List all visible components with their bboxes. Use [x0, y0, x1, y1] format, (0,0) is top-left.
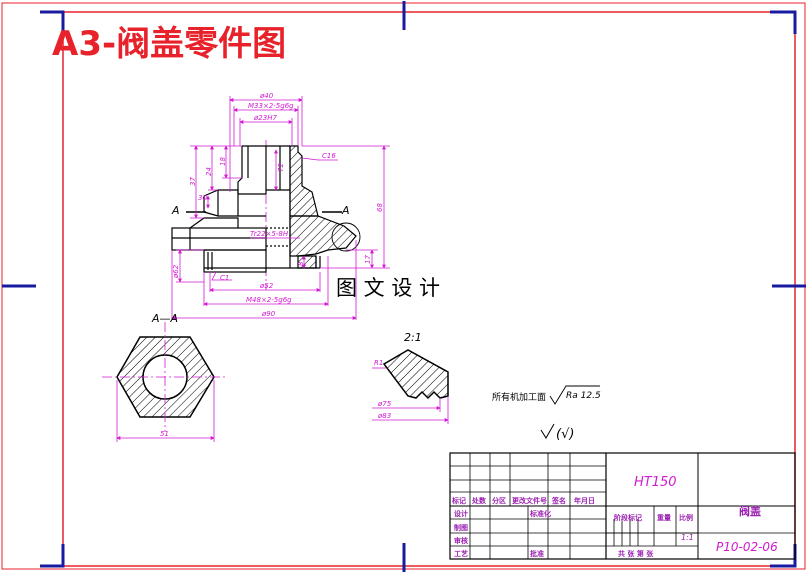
- detail-circle: [331, 222, 361, 252]
- dim-thread-top: M33×2-5g6g: [248, 102, 294, 110]
- tb-row-draw: 制图: [454, 523, 468, 532]
- detail-view: 2:1 R1 ø75 ø83: [372, 331, 449, 424]
- tb-weight: 重量: [657, 513, 671, 522]
- tb-header-3: 更改文件号: [512, 496, 547, 505]
- title-block-text: 标记 处数 分区 更改文件号 签名 年月日 设计 标准化 制图 审核 工艺 批准…: [451, 496, 693, 558]
- tb-row-design: 设计: [454, 509, 468, 518]
- section-hatch-upper: [289, 145, 319, 217]
- watermark: 图 文 设 计: [336, 276, 440, 300]
- dim-24: 24: [205, 167, 213, 176]
- tb-scale-label: 比例: [679, 513, 693, 522]
- front-view: [171, 140, 361, 290]
- tb-header-1: 处数: [471, 496, 487, 505]
- dim-detail-d83: ø83: [377, 412, 391, 420]
- dim-72: 72: [277, 163, 285, 172]
- drawing-frame: [62, 11, 796, 567]
- tb-header-5: 年月日: [574, 496, 595, 505]
- dim-68: 68: [376, 203, 384, 212]
- dim-thread-bottom: M48×2-5g6g: [246, 296, 292, 304]
- dim-8: 8: [297, 261, 305, 266]
- front-dimensions: [171, 96, 390, 320]
- roughness-label: 所有机加工面: [492, 391, 546, 403]
- dim-detail-d75: ø75: [377, 400, 392, 408]
- roughness-note: 所有机加工面 Ra 12.5 (√): [492, 385, 601, 442]
- tb-header-0: 标记: [451, 496, 466, 505]
- tb-sheet: 共 张 第 张: [618, 549, 654, 558]
- dim-hex-width: 51: [160, 430, 169, 438]
- tb-material: HT150: [634, 475, 677, 490]
- section-hatch-flange: [289, 215, 357, 257]
- title-block: [449, 452, 796, 560]
- drawing-title: A3-阀盖零件图: [52, 24, 286, 64]
- detail-profile: [382, 349, 449, 400]
- tb-approve: 批准: [530, 549, 544, 558]
- dim-d40: ø40: [259, 92, 274, 100]
- dim-37: 37: [189, 177, 197, 186]
- tb-scale-value: 1:1: [681, 533, 694, 542]
- section-label-left: A: [171, 204, 180, 217]
- tb-part-name: 阀盖: [739, 504, 761, 518]
- dim-c1: C1: [220, 274, 229, 282]
- dim-18: 18: [219, 157, 227, 166]
- tb-row-check: 审核: [454, 536, 468, 545]
- tb-drawing-no: P10-02-06: [716, 540, 778, 554]
- section-view-label: A—A: [151, 312, 178, 325]
- dim-rc: Tr22×5-8H: [250, 230, 289, 238]
- section-label-right: A: [341, 204, 350, 217]
- front-dimension-text: ø40 M33×2-5g6g ø23H7 24 18 37 72 C16 68 …: [172, 92, 384, 318]
- dim-detail-r1: R1: [374, 359, 383, 367]
- tb-header-2: 分区: [492, 496, 506, 505]
- dim-30: 30: [198, 194, 207, 202]
- dim-17: 17: [364, 255, 372, 264]
- dim-d52: ø52: [259, 282, 274, 290]
- section-markers: A A: [171, 204, 350, 217]
- dim-chamfer: C16: [322, 152, 336, 160]
- dim-left-d62: ø62: [172, 264, 180, 279]
- tb-header-4: 签名: [551, 496, 566, 505]
- tb-stage: 阶段标记: [614, 513, 642, 522]
- detail-scale: 2:1: [404, 331, 422, 344]
- tb-std: 标准化: [529, 509, 551, 518]
- roughness-other: (√): [556, 427, 574, 442]
- dim-bore: ø23H7: [253, 114, 277, 122]
- roughness-value: Ra 12.5: [566, 391, 601, 401]
- dim-d90: ø90: [261, 310, 276, 318]
- tb-row-process: 工艺: [454, 549, 468, 558]
- section-view: A—A 51: [102, 312, 228, 442]
